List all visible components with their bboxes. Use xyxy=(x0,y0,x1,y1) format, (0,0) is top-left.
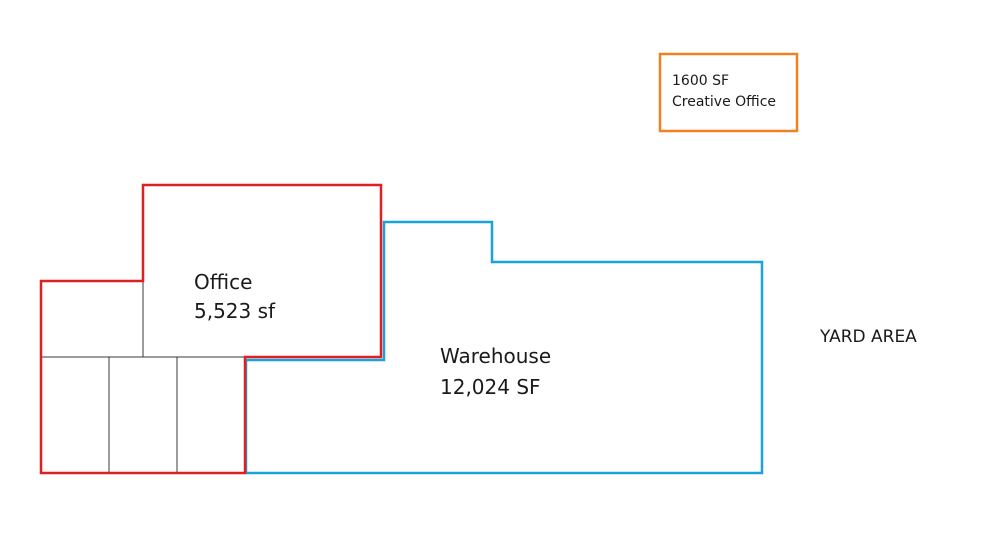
office-area: 5,523 sf xyxy=(194,299,276,323)
creative-office-outline xyxy=(658,52,799,133)
yard-area-label: YARD AREA xyxy=(820,327,917,347)
warehouse-area: 12,024 SF xyxy=(440,375,541,399)
warehouse-name: Warehouse xyxy=(440,344,552,368)
office-outline xyxy=(39,183,383,475)
office-label: Office 5,523 sf xyxy=(194,268,275,326)
warehouse-outline xyxy=(244,220,764,475)
creative-office-label: 1600 SF Creative Office xyxy=(672,71,776,113)
office-partitions xyxy=(41,282,245,473)
creative-office-area: 1600 SF xyxy=(672,73,730,89)
office-name: Office xyxy=(194,270,253,294)
creative-office-name: Creative Office xyxy=(672,94,777,110)
warehouse-label: Warehouse 12,024 SF xyxy=(440,341,551,403)
